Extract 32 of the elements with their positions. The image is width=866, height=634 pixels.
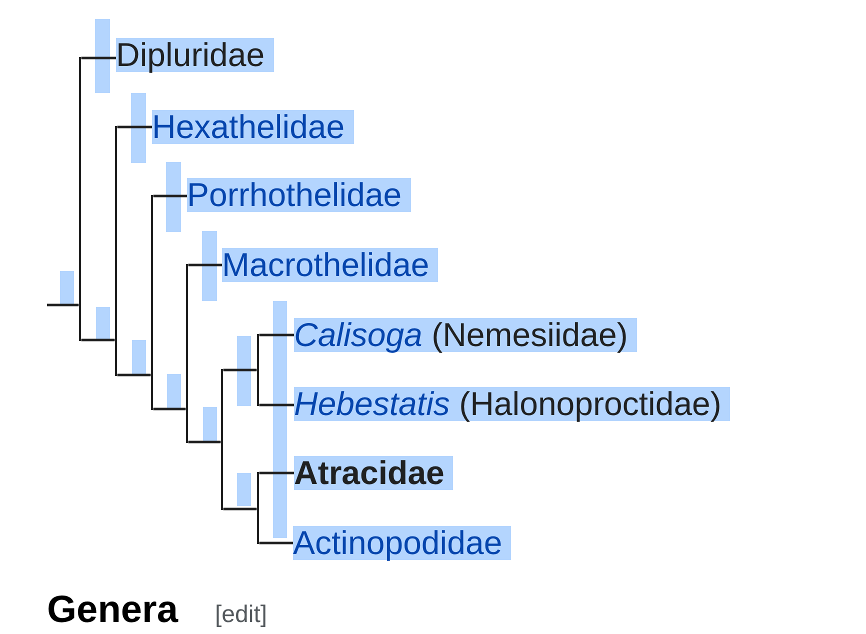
branch-line	[223, 508, 257, 510]
taxon-label: Actinopodidae	[293, 526, 512, 560]
clade-line	[150, 194, 154, 410]
clade-line	[114, 126, 118, 376]
taxon-label: Hexathelidae	[152, 110, 354, 144]
branch-line	[81, 56, 116, 60]
clade-line	[186, 264, 188, 444]
branch-line	[259, 542, 293, 544]
taxon-label: Porrhothelidae	[187, 178, 411, 212]
branch-line	[259, 334, 294, 336]
clade-line	[78, 56, 82, 342]
branch-line	[188, 440, 221, 444]
branch-line	[259, 472, 294, 474]
branch-line	[117, 374, 151, 376]
clade-line	[256, 472, 260, 544]
taxon-label: Hebestatis (Halonoproctidae)	[294, 387, 730, 421]
taxon-label: Macrothelidae	[222, 248, 438, 282]
edit-link: [edit]	[215, 600, 268, 630]
branch-line	[117, 126, 152, 128]
branch-line	[259, 404, 294, 406]
branch-line	[153, 408, 186, 410]
branch-line	[153, 194, 187, 198]
branch-line	[47, 304, 79, 306]
branch-line	[223, 368, 257, 372]
taxon-label: Atracidae	[294, 456, 454, 490]
branch-line	[188, 264, 222, 266]
taxon-label: Calisoga (Nemesiidae)	[294, 318, 637, 352]
clade-line	[256, 334, 260, 406]
taxon-label: Dipluridae	[116, 38, 274, 72]
clade-line	[220, 368, 224, 510]
section-heading: Genera	[47, 588, 178, 632]
branch-line	[81, 338, 115, 342]
